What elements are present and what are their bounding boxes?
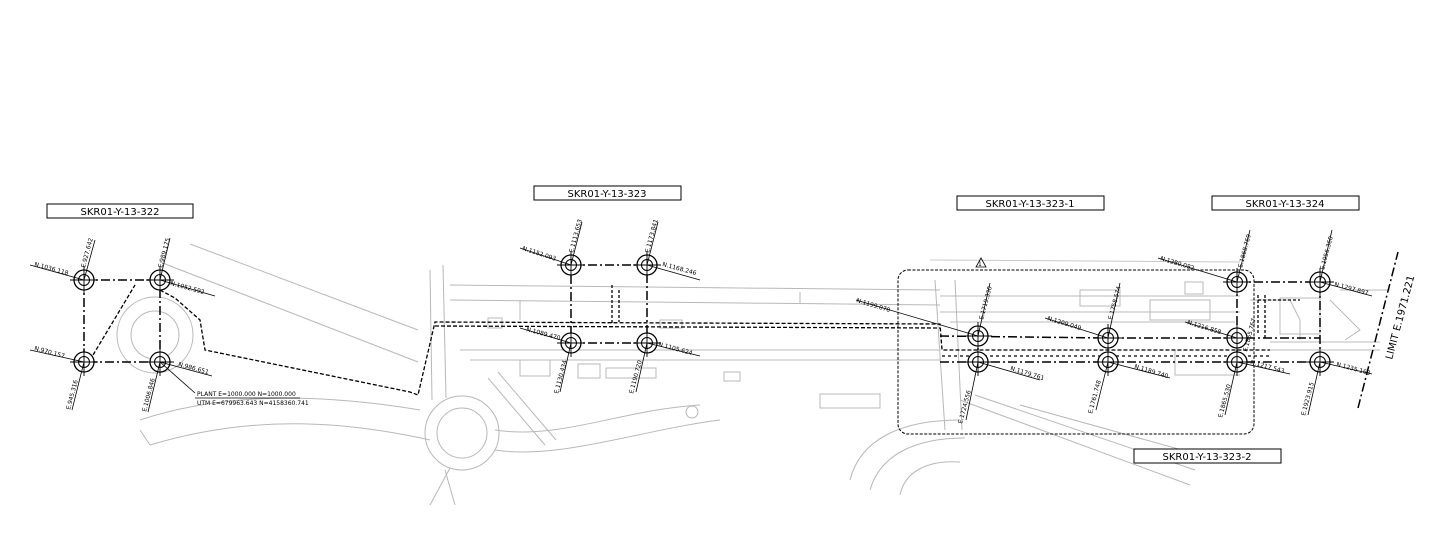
plant-note-line2: UTM E=679963.643 N=4158360.741	[197, 400, 309, 407]
coord-label: E.1190.720	[628, 359, 644, 394]
coord-label: E.1865.530	[1217, 383, 1233, 418]
sheet-tag-t3232[interactable]: SKR01-Y-13-323-2	[1133, 448, 1282, 464]
sheet-tag-text: SKR01-Y-13-323-1	[986, 199, 1075, 210]
sheet-tag-t322[interactable]: SKR01-Y-13-322	[46, 203, 194, 219]
coord-label: E.1761.748	[1087, 379, 1103, 414]
coord-label: E.1719.330	[978, 285, 994, 320]
coord-label: E.1956.360	[1319, 235, 1335, 270]
coord-label: N.986.651	[177, 361, 209, 376]
coord-label: E.989.175	[157, 237, 172, 268]
sheet-tag-text: SKR01-Y-13-324	[1246, 199, 1325, 210]
coord-label: N.1089.470	[525, 326, 561, 342]
coord-label: N.1189.740	[1133, 363, 1169, 380]
coord-label: N.1199.070	[855, 297, 891, 314]
coord-label: N.1179.761	[1009, 365, 1045, 382]
sheet-tag-text: SKR01-Y-13-323	[568, 189, 647, 200]
coord-label: N.1168.246	[661, 261, 697, 277]
coord-label: N.1052.592	[169, 280, 205, 296]
cable-route	[89, 284, 1300, 396]
coord-label: E.1006.846	[141, 377, 157, 412]
coord-label: N.1297.897	[1333, 281, 1369, 297]
coord-label: E.1868.769	[1237, 233, 1253, 268]
sheet-tag-text: SKR01-Y-13-322	[81, 207, 160, 218]
coord-label: E.927.642	[80, 237, 95, 268]
sheet-tag-t324[interactable]: SKR01-Y-13-324	[1211, 195, 1360, 211]
coord-label: E.1113.653	[568, 218, 584, 253]
coord-label: N.1235.163	[1335, 361, 1371, 377]
coord-label: E.1130.434	[553, 359, 569, 394]
site-background-linework	[116, 243, 1390, 506]
sheet-tag-t3231[interactable]: SKR01-Y-13-323-1	[956, 195, 1105, 211]
coord-label: N.1036.118	[33, 261, 69, 277]
coord-label: N.1209.049	[1046, 315, 1082, 332]
revision-mark: 1	[978, 261, 982, 268]
coord-label: E.1173.841	[644, 218, 660, 253]
coord-label: N.1152.093	[521, 245, 557, 263]
plant-coordinate-note: PLANT E=1000.000 N=1000.000 UTM E=679963…	[159, 361, 309, 407]
revision-cloud: 1	[897, 257, 1255, 435]
plant-note-line1: PLANT E=1000.000 N=1000.000	[197, 391, 296, 398]
sheet-tag-t323[interactable]: SKR01-Y-13-323	[533, 185, 682, 201]
coord-label: E.945.316	[65, 379, 80, 410]
coord-label: E.1724.556	[957, 389, 973, 424]
coord-label: N.970.157	[33, 345, 65, 360]
coord-label: E.1923.915	[1300, 381, 1316, 416]
sheet-tag-text: SKR01-Y-13-323-2	[1163, 452, 1252, 463]
coord-label: N.1105.624	[657, 341, 693, 357]
coord-label: E.1758.574	[1107, 285, 1123, 320]
